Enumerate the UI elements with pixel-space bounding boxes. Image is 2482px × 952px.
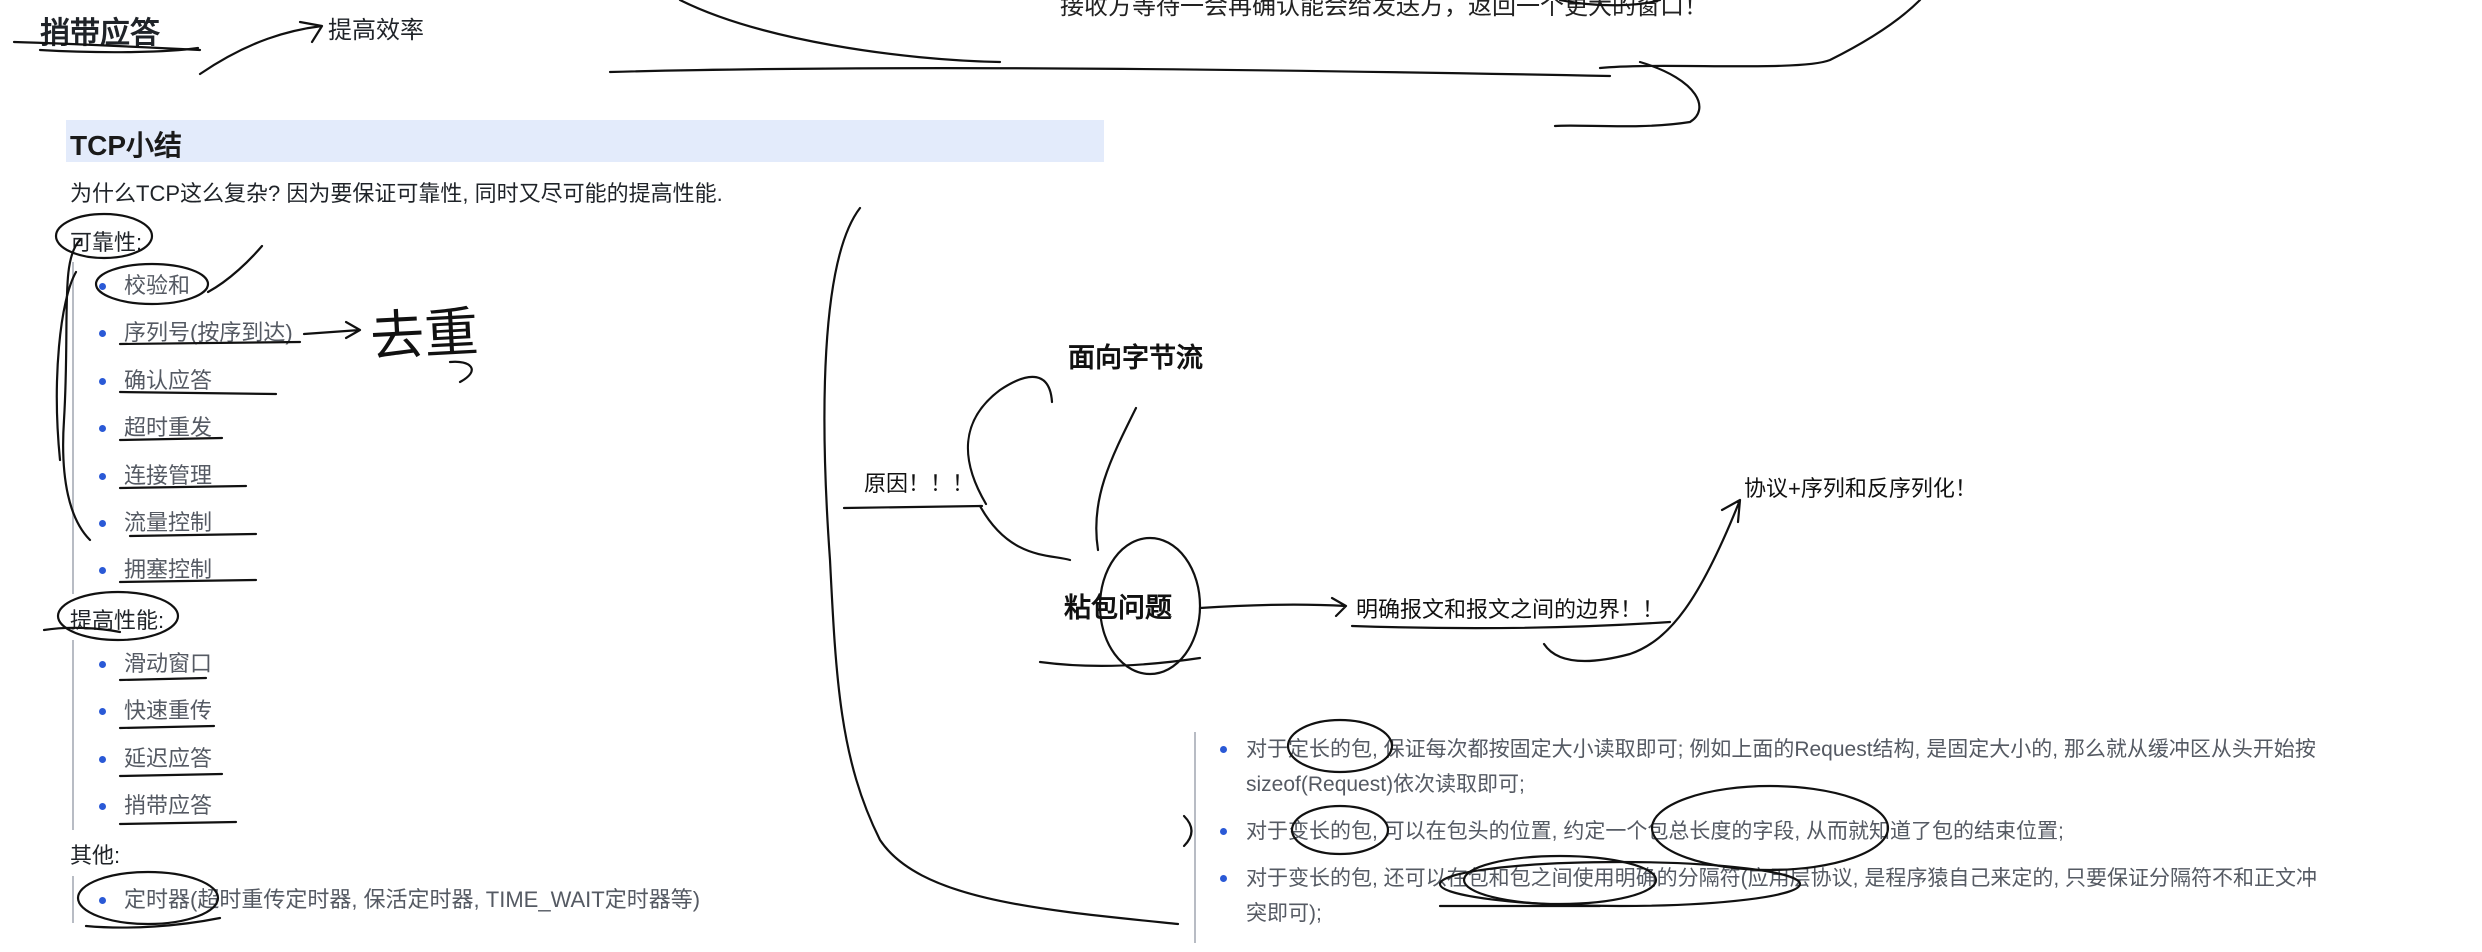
list-item: 确认应答 [74,357,293,404]
list-item: 滑动窗口 [74,640,212,687]
list-item: 捎带应答 [74,782,212,829]
handwritten-note: 去重 [368,300,480,369]
mindmap-byte-stream: 面向字节流 [1068,343,1203,373]
list-item: 流量控制 [74,499,293,546]
performance-label: 提高性能: [70,608,165,633]
list-item: 定时器(超时重传定时器, 保活定时器, TIME_WAIT定时器等) [74,876,700,923]
list-item: 对于定长的包, 保证每次都按固定大小读取即可; 例如上面的Request结构, … [1196,732,2326,802]
top-note-efficiency: 提高效率 [328,17,424,44]
list-item: 对于变长的包, 还可以在包和包之间使用明确的分隔符(应用层协议, 是程序猿自己来… [1196,861,2326,931]
list-item: 超时重发 [74,404,293,451]
mindmap-sticky-packet: 粘包问题 [1064,593,1172,623]
list-item: 序列号(按序到达) [74,309,293,356]
list-item: 对于变长的包, 可以在包头的位置, 约定一个包总长度的字段, 从而就知道了包的结… [1196,814,2326,849]
list-item: 连接管理 [74,452,293,499]
list-item: 校验和 [74,262,293,309]
reliability-label: 可靠性: [70,230,143,255]
intro-text: 为什么TCP这么复杂? 因为要保证可靠性, 同时又尽可能的提高性能. [70,181,723,206]
others-label: 其他: [70,843,121,868]
others-list: 定时器(超时重传定时器, 保活定时器, TIME_WAIT定时器等) [72,876,700,924]
mindmap-boundary: 明确报文和报文之间的边界！！ [1356,597,1665,622]
solution-details-list: 对于定长的包, 保证每次都按固定大小读取即可; 例如上面的Request结构, … [1194,732,2326,943]
list-item: 延迟应答 [74,735,212,782]
reliability-list: 校验和 序列号(按序到达) 确认应答 超时重发 连接管理 流量控制 拥塞控制 [72,262,293,594]
list-item: 拥塞控制 [74,546,293,593]
section-header-bar [66,120,1104,162]
list-item: 快速重传 [74,687,212,734]
clipped-top-text: 接收方等待一会再确认能会给发送方，返回一个更大的窗口！ [1060,0,1708,20]
performance-list: 滑动窗口 快速重传 延迟应答 捎带应答 [72,640,212,830]
section-title: TCP小结 [70,130,183,161]
top-title-piggyback: 捎带应答 [40,17,160,50]
mindmap-protocol: 协议+序列和反序列化！ [1744,476,1977,501]
mindmap-reason: 原因！！！ [864,471,975,496]
